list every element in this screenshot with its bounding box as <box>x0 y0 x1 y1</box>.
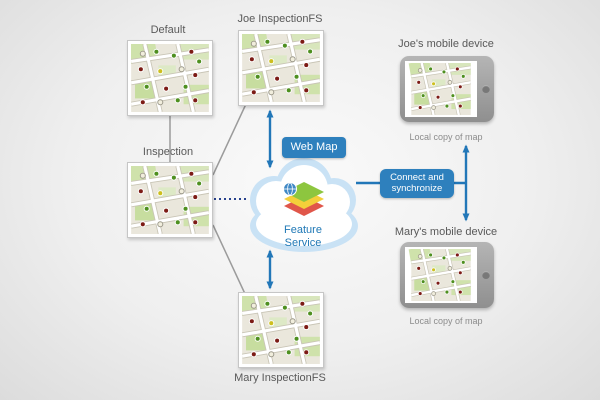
joe-tablet-icon <box>400 56 494 122</box>
default-version-label: Default <box>150 24 186 36</box>
mary-device-caption: Local copy of map <box>409 316 483 326</box>
layers-icon <box>283 182 324 216</box>
map-thumbnail-joe <box>238 30 324 106</box>
mary-tablet-icon <box>400 242 494 308</box>
tablet-screen <box>405 57 477 117</box>
joe-device-label: Joe's mobile device <box>398 38 494 50</box>
joe-version-label: Joe InspectionFS <box>237 13 323 25</box>
connect-synchronize-badge: Connect and synchronize <box>380 169 454 198</box>
tablet-map <box>406 243 473 303</box>
tablet-screen <box>405 243 477 303</box>
map-thumbnail-default <box>127 40 213 116</box>
mary-device-label: Mary's mobile device <box>394 226 498 238</box>
tablet-button-icon <box>482 271 490 279</box>
web-map-badge: Web Map <box>282 137 346 158</box>
inspection-version-label: Inspection <box>142 146 194 158</box>
map-thumbnail-inspection <box>127 162 213 238</box>
joe-device-caption: Local copy of map <box>409 132 483 142</box>
feature-service-cloud <box>250 158 358 252</box>
feature-service-label: Feature Service <box>284 224 322 250</box>
map-thumbnail-mary <box>238 292 324 368</box>
tablet-button-icon <box>482 85 490 93</box>
mary-version-label: Mary InspectionFS <box>234 372 326 384</box>
tablet-map <box>406 57 473 117</box>
